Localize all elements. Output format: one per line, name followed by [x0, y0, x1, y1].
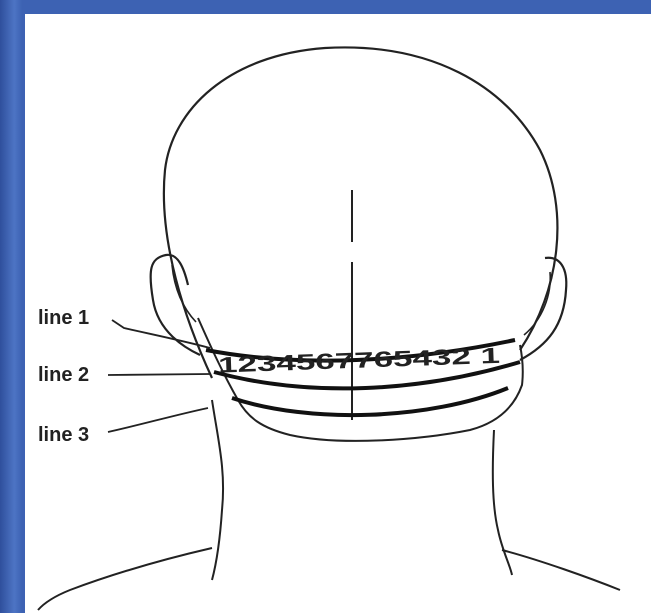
- neck-right: [493, 430, 512, 575]
- neck-left: [212, 400, 223, 580]
- pointer-line-3: [108, 408, 208, 432]
- label-line-1: line 1: [38, 307, 89, 329]
- shoulder-right: [502, 550, 620, 590]
- label-line-2: line 2: [38, 364, 89, 386]
- guide-line-3: [232, 388, 508, 415]
- right-ear-inner: [524, 272, 550, 335]
- head-outline: [164, 47, 558, 378]
- section-numbers: 1234567765432 1: [218, 343, 501, 378]
- label-line-3: line 3: [38, 424, 89, 446]
- pointer-line-2: [108, 374, 210, 375]
- shoulder-left: [38, 548, 212, 610]
